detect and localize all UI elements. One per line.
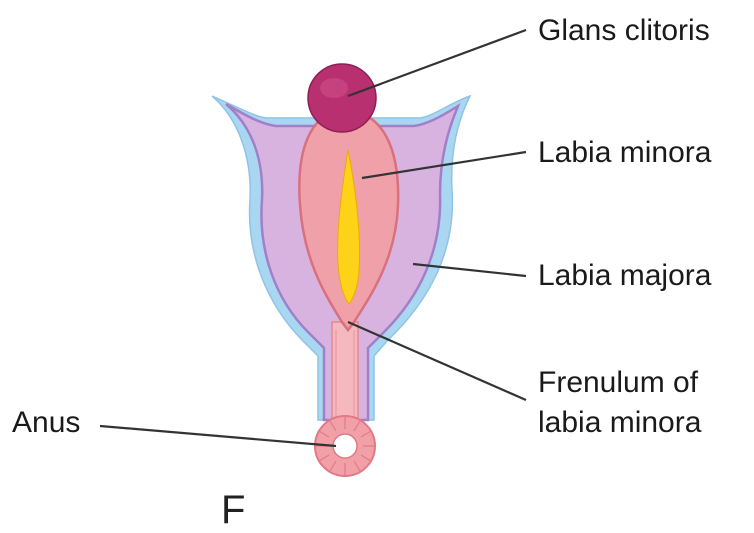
- label-frenulum-line2: labia minora: [538, 406, 702, 439]
- glans-highlight: [320, 78, 348, 98]
- label-labia-majora: Labia majora: [538, 259, 712, 292]
- glans-clitoris: [308, 64, 376, 132]
- leader-anus: [100, 426, 336, 446]
- label-glans-clitoris: Glans clitoris: [538, 14, 710, 47]
- label-frenulum-line1: Frenulum of: [538, 366, 699, 399]
- anus-opening: [333, 434, 357, 458]
- panel-letter: F: [221, 488, 245, 532]
- label-labia-minora: Labia minora: [538, 136, 712, 169]
- label-anus: Anus: [12, 406, 80, 439]
- leader-glans-clitoris: [348, 30, 526, 96]
